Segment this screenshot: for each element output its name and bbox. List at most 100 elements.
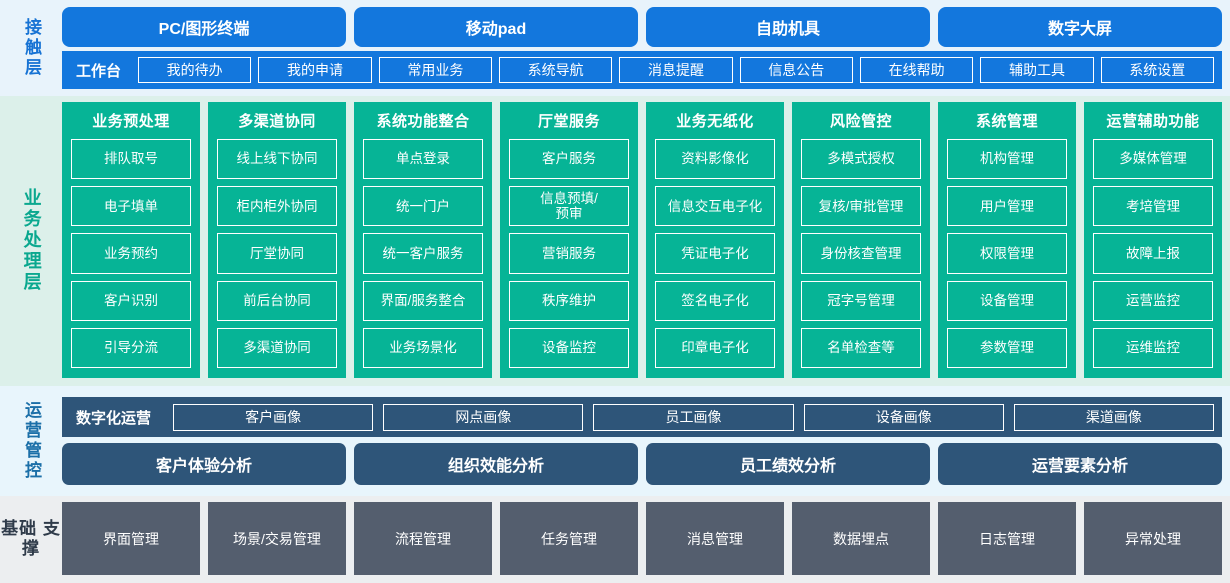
terminal-card-label: 移动pad — [465, 21, 527, 38]
business-item[interactable]: 电子填单 — [71, 186, 191, 227]
portrait-chip[interactable]: 网点画像 — [383, 403, 584, 431]
business-item[interactable]: 厅堂协同 — [217, 233, 337, 274]
business-column-title: 运营辅助功能 — [1106, 113, 1200, 130]
workbench-item[interactable]: 在线帮助 — [859, 57, 974, 83]
workbench-item[interactable]: 消息提醒 — [619, 57, 733, 83]
workbench-item[interactable]: 系统设置 — [1100, 57, 1214, 83]
terminal-card[interactable]: 自助机具 — [646, 7, 930, 47]
analysis-card[interactable]: 员工绩效分析 — [646, 443, 930, 485]
workbench-item[interactable]: 我的申请 — [258, 57, 372, 83]
workbench-item[interactable]: 系统导航 — [499, 57, 613, 83]
analysis-card[interactable]: 组织效能分析 — [354, 443, 638, 485]
business-item[interactable]: 前后台协同 — [217, 280, 337, 321]
business-item[interactable]: 凭证电子化 — [655, 233, 775, 274]
portrait-chip-label: 渠道画像 — [1085, 409, 1142, 425]
business-item[interactable]: 印章电子化 — [655, 327, 775, 369]
business-item[interactable]: 排队取号 — [71, 139, 191, 180]
workbench-item[interactable]: 我的待办 — [138, 57, 252, 83]
business-item[interactable]: 名单检查等 — [801, 327, 921, 369]
foundation-card-label: 场景/交易管理 — [233, 530, 321, 547]
business-item[interactable]: 设备监控 — [509, 327, 629, 369]
foundation-card[interactable]: 场景/交易管理 — [208, 502, 346, 575]
foundation-card[interactable]: 异常处理 — [1084, 502, 1222, 575]
business-item[interactable]: 多渠道协同 — [217, 327, 337, 369]
portrait-chip[interactable]: 员工画像 — [593, 403, 794, 431]
business-item[interactable]: 单点登录 — [363, 139, 483, 180]
business-item[interactable]: 柜内柜外协同 — [217, 186, 337, 227]
business-item[interactable]: 业务预约 — [71, 233, 191, 274]
business-item[interactable]: 业务场景化 — [363, 327, 483, 369]
business-item[interactable]: 统一客户服务 — [363, 233, 483, 274]
foundation-card[interactable]: 消息管理 — [646, 502, 784, 575]
workbench-title: 工作台 — [76, 62, 122, 80]
business-item[interactable]: 引导分流 — [71, 327, 191, 369]
workbench-item[interactable]: 辅助工具 — [980, 57, 1094, 83]
terminal-card[interactable]: 数字大屏 — [938, 7, 1222, 47]
business-item[interactable]: 线上线下协同 — [217, 139, 337, 180]
workbench-item-label: 系统设置 — [1129, 62, 1186, 78]
business-item[interactable]: 营销服务 — [509, 233, 629, 274]
business-column: 系统功能整合单点登录统一门户统一客户服务界面/服务整合业务场景化 — [354, 102, 492, 378]
business-column-items: 线上线下协同柜内柜外协同厅堂协同前后台协同多渠道协同 — [217, 139, 337, 369]
business-item[interactable]: 多媒体管理 — [1093, 139, 1213, 180]
business-item[interactable]: 考培管理 — [1093, 186, 1213, 227]
workbench-item-label: 常用业务 — [407, 62, 464, 78]
business-column-title: 业务预处理 — [92, 113, 170, 130]
business-item[interactable]: 设备管理 — [947, 280, 1067, 321]
business-column-items: 单点登录统一门户统一客户服务界面/服务整合业务场景化 — [363, 139, 483, 369]
portrait-chip[interactable]: 设备画像 — [803, 403, 1004, 431]
terminal-card[interactable]: PC/图形终端 — [62, 7, 346, 47]
business-item[interactable]: 运营监控 — [1093, 280, 1213, 321]
business-column-title: 系统管理 — [975, 113, 1038, 130]
portrait-chip-label: 设备画像 — [875, 409, 932, 425]
terminal-card[interactable]: 移动pad — [354, 7, 638, 47]
portrait-chip[interactable]: 客户画像 — [173, 403, 374, 431]
business-item[interactable]: 秩序维护 — [509, 280, 629, 321]
business-item[interactable]: 冠字号管理 — [801, 280, 921, 321]
analysis-card-label: 员工绩效分析 — [739, 458, 836, 475]
business-item[interactable]: 客户识别 — [71, 280, 191, 321]
digital-operation-row: 数字化运营 客户画像网点画像员工画像设备画像渠道画像 — [62, 397, 1222, 437]
foundation-card[interactable]: 任务管理 — [500, 502, 638, 575]
portrait-chips: 客户画像网点画像员工画像 设备画像 渠道画像 — [173, 403, 1215, 431]
business-item[interactable]: 故障上报 — [1093, 233, 1213, 274]
analysis-card[interactable]: 客户体验分析 — [62, 443, 346, 485]
business-item[interactable]: 签名电子化 — [655, 280, 775, 321]
foundation-card[interactable]: 数据埋点 — [792, 502, 930, 575]
business-item[interactable]: 参数管理 — [947, 327, 1067, 369]
workbench-bar: 工作台 我的待办 我的申请 常用业务 系统导航 消息提醒 信息公告 在线帮助 辅助工具 系统设置 — [62, 51, 1222, 89]
business-item[interactable]: 信息预填/ 预审 — [509, 186, 629, 227]
business-column-title: 系统功能整合 — [376, 113, 470, 130]
business-item[interactable]: 权限管理 — [947, 233, 1067, 274]
business-item[interactable]: 复核/审批管理 — [801, 186, 921, 227]
foundation-card-label: 流程管理 — [395, 530, 451, 547]
analysis-card[interactable]: 运营要素分析 — [938, 443, 1222, 485]
workbench-item-label: 我的申请 — [287, 62, 343, 78]
business-column-items: 机构管理用户管理权限管理设备管理参数管理 — [947, 139, 1067, 369]
foundation-card-label: 日志管理 — [979, 530, 1035, 547]
business-column-title: 业务无纸化 — [676, 113, 754, 130]
business-item[interactable]: 客户服务 — [509, 139, 629, 180]
foundation-card[interactable]: 流程管理 — [354, 502, 492, 575]
workbench-item[interactable]: 信息公告 — [739, 57, 853, 83]
business-column-title: 多渠道协同 — [238, 113, 316, 130]
foundation-card[interactable]: 日志管理 — [938, 502, 1076, 575]
business-item[interactable]: 资料影像化 — [655, 139, 775, 180]
business-column: 多渠道协同线上线下协同柜内柜外协同厅堂协同前后台协同多渠道协同 — [208, 102, 346, 378]
workbench-item[interactable]: 常用业务 — [378, 57, 492, 83]
business-item[interactable]: 运维监控 — [1093, 327, 1213, 369]
business-item[interactable]: 统一门户 — [363, 186, 483, 227]
business-item[interactable]: 信息交互电子化 — [655, 186, 775, 227]
business-item[interactable]: 机构管理 — [947, 139, 1067, 180]
business-item[interactable]: 身份核查管理 — [801, 233, 921, 274]
workbench-item-label: 信息公告 — [768, 62, 825, 78]
workbench-item-label: 系统导航 — [527, 62, 584, 78]
foundation-card[interactable]: 界面管理 — [62, 502, 200, 575]
business-item[interactable]: 用户管理 — [947, 186, 1067, 227]
business-item[interactable]: 多模式授权 — [801, 139, 921, 180]
workbench-item-label: 辅助工具 — [1008, 62, 1065, 78]
business-column-items: 多媒体管理考培管理故障上报运营监控运维监控 — [1093, 139, 1213, 369]
business-item[interactable]: 界面/服务整合 — [363, 280, 483, 321]
portrait-chip[interactable]: 渠道画像 — [1013, 403, 1215, 431]
